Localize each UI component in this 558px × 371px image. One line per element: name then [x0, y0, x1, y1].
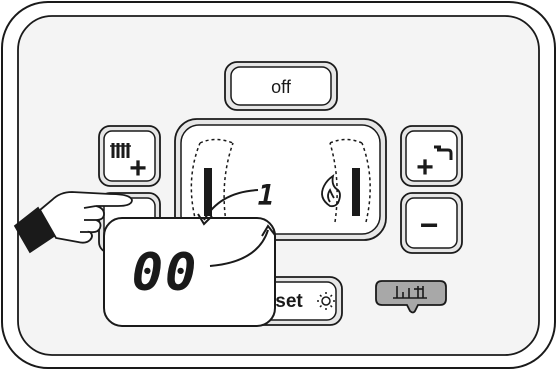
- dhw-plus-symbol: +: [416, 151, 434, 184]
- off-button-label: off: [271, 77, 292, 97]
- tap-icon: [434, 145, 453, 160]
- display-indicator-digit: 1: [258, 179, 275, 212]
- pointing-hand-icon: [13, 191, 133, 254]
- arrow-to-display: [209, 229, 269, 267]
- transition-arrows: [197, 189, 276, 267]
- dhw-minus-symbol: −: [420, 207, 439, 243]
- dhw-temperature-scale: [329, 138, 371, 223]
- arrow-from-digit: [203, 189, 259, 221]
- reset-lock-icon: [393, 286, 427, 299]
- zoom-display-value: 00: [132, 243, 199, 303]
- set-button-label: set: [275, 291, 303, 312]
- dhw-level-bar: [352, 168, 360, 216]
- zoom-display-callout: 00: [103, 217, 276, 327]
- sun-icon: [317, 292, 335, 310]
- dhw-minus-button[interactable]: −: [400, 192, 463, 254]
- main-display: 1: [174, 118, 387, 241]
- reset-button[interactable]: [375, 280, 447, 314]
- flame-icon: [321, 174, 341, 208]
- dhw-plus-button[interactable]: +: [400, 125, 463, 187]
- arrow-tip-right: [261, 224, 276, 237]
- heating-temperature-scale: [190, 138, 234, 223]
- heating-level-bar: [204, 168, 212, 216]
- heating-plus-symbol: +: [129, 152, 147, 185]
- radiator-icon: [110, 143, 131, 158]
- heating-plus-button[interactable]: +: [98, 125, 161, 187]
- arrow-tip-left: [197, 213, 213, 226]
- off-button[interactable]: off: [224, 61, 338, 111]
